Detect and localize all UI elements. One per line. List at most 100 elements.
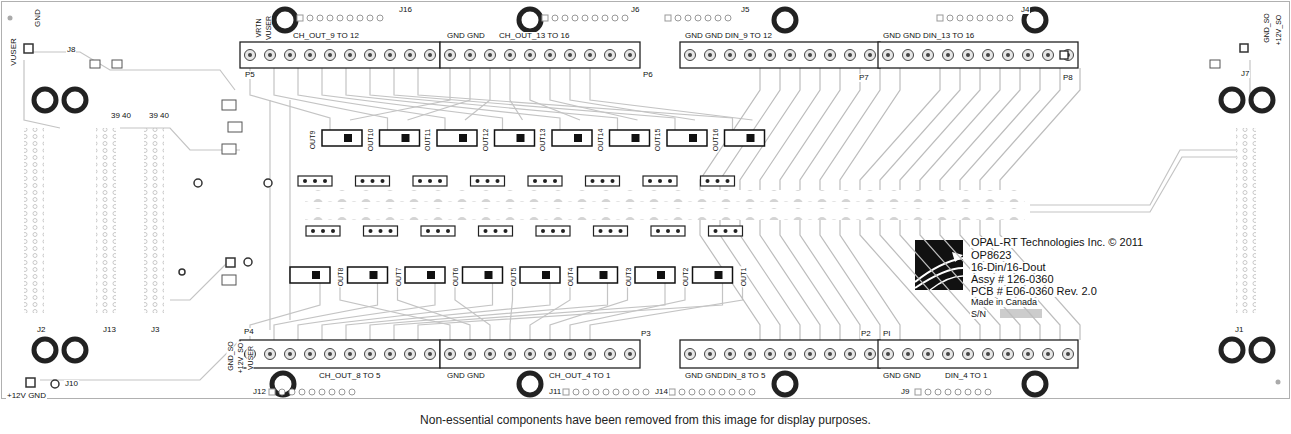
relay-switch — [574, 134, 582, 142]
silkscreen-label: J4 — [1020, 6, 1030, 14]
header-pin — [592, 15, 598, 21]
screw-terminal — [468, 352, 472, 356]
trace — [840, 68, 900, 190]
header-pin — [935, 389, 941, 395]
pad — [194, 179, 202, 187]
screw-terminal — [765, 50, 776, 61]
header-pin — [977, 15, 983, 21]
header-pin — [997, 15, 1003, 21]
relay-switch — [290, 267, 330, 283]
header-pin — [612, 15, 618, 21]
header-pin — [327, 15, 333, 21]
led-row — [305, 208, 1025, 220]
screw-terminal — [308, 53, 312, 57]
screw-terminal — [568, 53, 572, 57]
silkscreen-label: 39 40 — [110, 112, 132, 120]
screw-terminal — [705, 349, 716, 360]
jumper-pin — [438, 179, 442, 183]
screw-terminal — [943, 349, 954, 360]
silkscreen-label: OUT12 — [481, 128, 488, 153]
screw-terminal — [986, 352, 990, 356]
screw-terminal — [943, 50, 954, 61]
jumper-pin — [648, 179, 652, 183]
screw-terminal — [468, 53, 472, 57]
screw-terminal — [425, 50, 436, 61]
header-pin — [349, 389, 355, 395]
screw-terminal — [903, 349, 914, 360]
screw-terminal — [828, 53, 832, 57]
screw-terminal — [585, 50, 596, 61]
silkscreen-label: J14 — [654, 388, 669, 396]
relay-switch — [693, 267, 733, 283]
silkscreen-label: +12V_SO — [237, 342, 244, 375]
silkscreen-label: J12 — [252, 388, 267, 396]
trace — [510, 68, 523, 120]
relay-switch — [610, 130, 650, 146]
header-pin — [947, 15, 953, 21]
jumper — [594, 226, 628, 236]
screw-terminal — [605, 349, 616, 360]
silkscreen-label: CH_OUT_8 TO 5 — [318, 372, 382, 380]
trace — [298, 283, 435, 340]
jumper-pin — [381, 179, 385, 183]
screw-terminal — [688, 352, 692, 356]
screw-terminal — [308, 352, 312, 356]
relay-switch — [632, 134, 640, 142]
jumper-pin — [724, 229, 728, 233]
screw-terminal — [288, 53, 292, 57]
jumper-pin — [418, 179, 422, 183]
screw-terminal — [548, 352, 552, 356]
header-pin — [613, 389, 619, 395]
screw-terminal — [805, 50, 816, 61]
relay-switch — [405, 267, 445, 283]
screw-terminal — [785, 50, 796, 61]
fiducial — [8, 16, 13, 21]
terminal-block — [440, 42, 640, 68]
jumper-pin — [428, 179, 432, 183]
header-pin — [967, 15, 973, 21]
screw-terminal — [505, 50, 516, 61]
header-pin — [669, 389, 675, 395]
jumper-pin — [726, 179, 730, 183]
silkscreen-label: P5 — [244, 71, 256, 79]
screw-terminal — [805, 349, 816, 360]
board-marking: PCB # E06-0360 Rev. 2.0 — [970, 286, 1098, 297]
silkscreen-label: OUT10 — [366, 128, 373, 153]
terminal-block — [440, 340, 640, 368]
silkscreen-label: CH_OUT_13 TO 16 — [498, 32, 570, 40]
jumper — [298, 176, 332, 186]
board-marking: OP8623 — [970, 250, 1012, 261]
silkscreen-label: OUT8 — [337, 267, 344, 288]
screw-terminal — [608, 53, 612, 57]
screw-terminal — [886, 53, 890, 57]
screw-terminal — [445, 50, 456, 61]
header-pin — [582, 15, 588, 21]
silkscreen-label: +12V GND — [6, 392, 47, 400]
silkscreen-label: CH_OUT_9 TO 12 — [292, 32, 360, 40]
screw-terminal — [388, 53, 392, 57]
trace — [346, 68, 560, 130]
header-pin — [357, 15, 363, 21]
screw-terminal — [745, 50, 756, 61]
screw-terminal — [1066, 352, 1070, 356]
header-pin — [339, 389, 345, 395]
header-pin — [987, 15, 993, 21]
silkscreen-label: GND_SO — [227, 340, 234, 372]
jumper — [586, 176, 620, 186]
header-pin — [562, 15, 568, 21]
screw-terminal — [545, 50, 556, 61]
jumper-pin — [331, 229, 335, 233]
jumper-pin — [714, 229, 718, 233]
jumper — [651, 226, 685, 236]
silkscreen-label: J9 — [900, 388, 910, 396]
mounting-hole — [1251, 339, 1273, 361]
header-pin — [1007, 15, 1013, 21]
silkscreen-label: OUT4 — [567, 267, 574, 288]
relay-switch — [657, 271, 665, 279]
screw-terminal — [868, 352, 872, 356]
relay-switch — [689, 134, 697, 142]
jumper-pin — [656, 229, 660, 233]
screw-terminal — [328, 352, 332, 356]
jumper — [471, 176, 505, 186]
jumper-pin — [601, 179, 605, 183]
